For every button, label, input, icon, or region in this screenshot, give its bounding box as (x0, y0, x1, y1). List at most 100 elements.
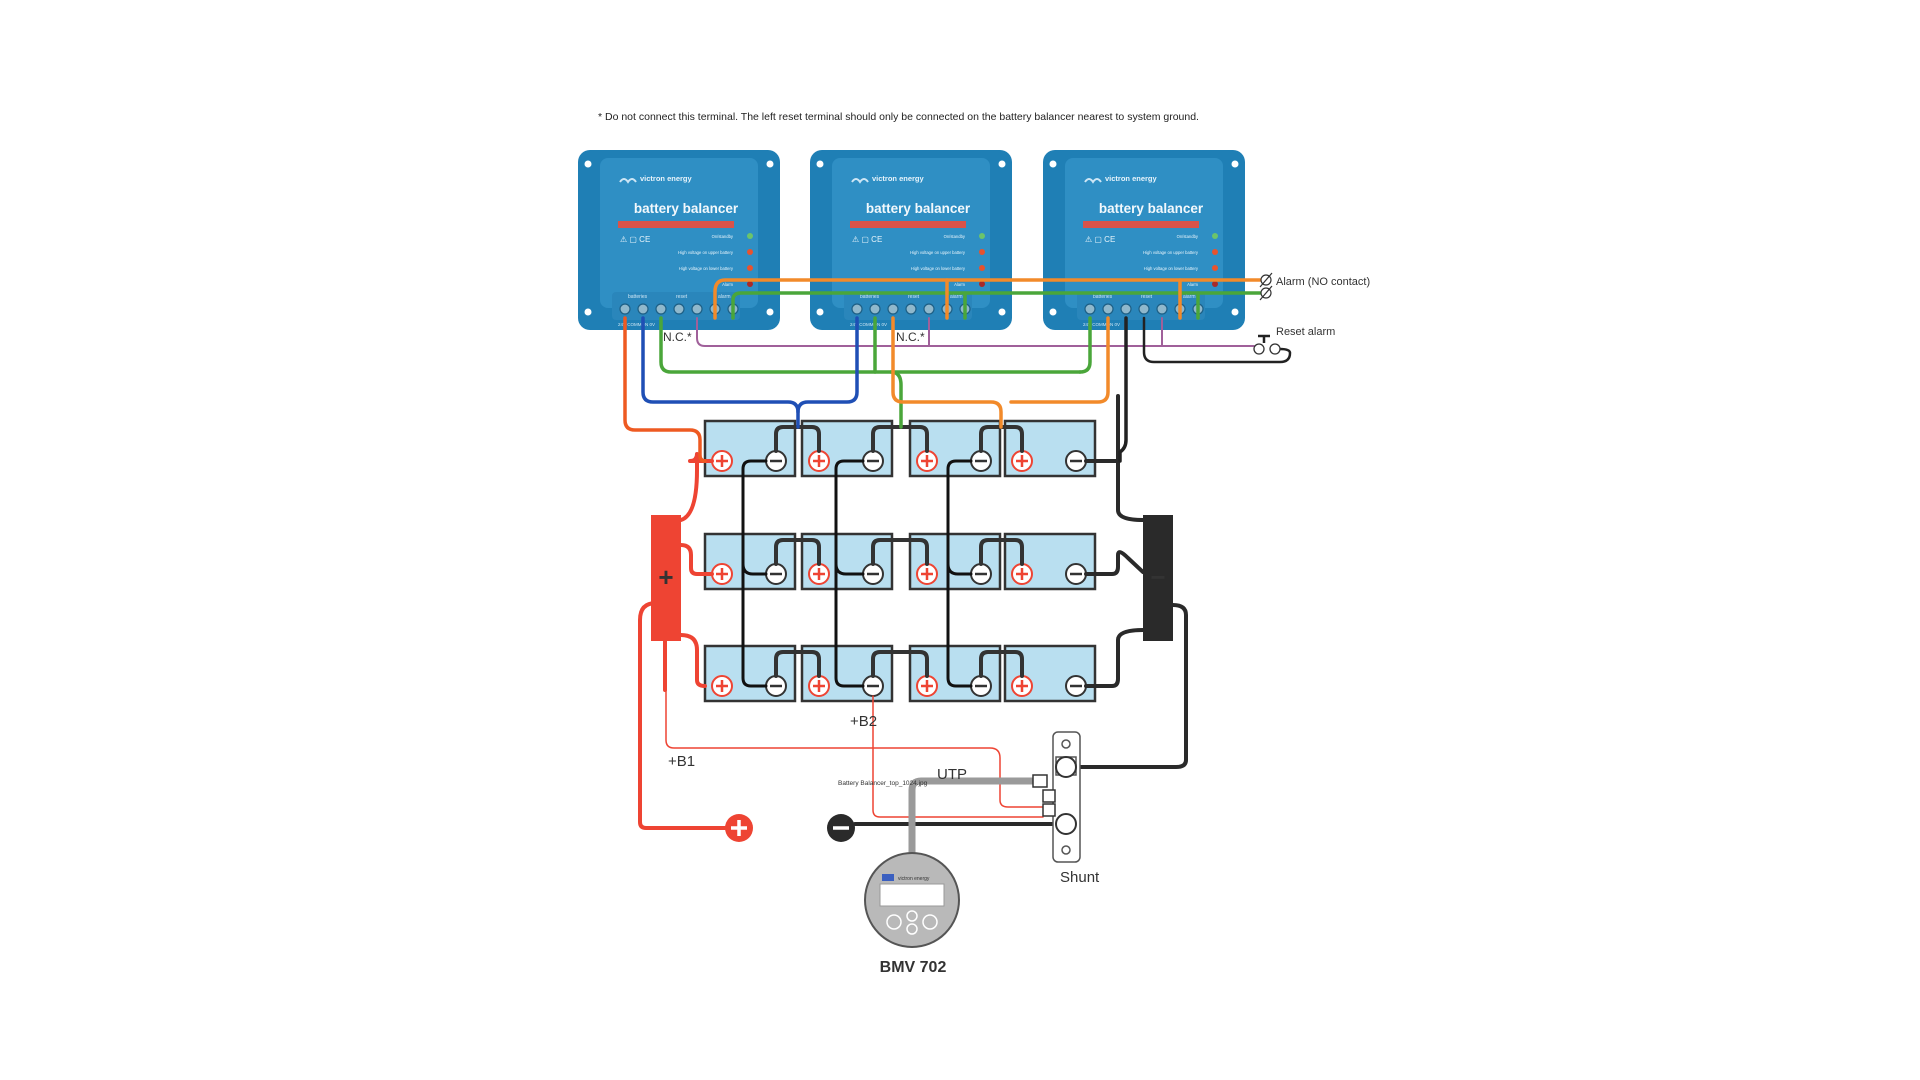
alarm-label: Alarm (NO contact) (1276, 276, 1370, 288)
positive-wire (679, 452, 714, 522)
led-label: High voltage on lower battery (1144, 266, 1199, 271)
b1-sense-wire (665, 640, 1044, 808)
parallel-link-wire (741, 459, 768, 688)
led-label: Alarm (1187, 282, 1198, 287)
balancer-stripe (850, 221, 966, 228)
positive-bus-label: + (658, 562, 673, 592)
balancer3-0v-wire (1118, 316, 1128, 463)
wire-layer-front (623, 278, 1292, 857)
terminal-group-label: alarm (718, 294, 731, 300)
bmv-brand: victron energy (898, 876, 930, 882)
screw-terminal-icon (619, 303, 631, 315)
balancer-brand: victron energy (640, 174, 693, 183)
balancer1-24v-wire (623, 316, 707, 463)
balancer2-24v-wire (796, 316, 859, 414)
warning-note: * Do not connect this terminal. The left… (598, 111, 1199, 123)
status-led-icon (747, 281, 753, 287)
mount-hole-icon (584, 308, 592, 316)
terminal-sublabel: 24V COMMON 0V (618, 322, 655, 327)
led-label: On/standby (944, 234, 966, 239)
mount-hole-icon (1049, 160, 1057, 168)
b2-sense-wire (872, 695, 1044, 818)
led-label: High voltage on upper battery (1143, 250, 1199, 255)
plus-icon (1016, 568, 1028, 580)
status-led-icon (747, 249, 753, 255)
mount-hole-icon (998, 308, 1006, 316)
positive-wire (679, 633, 707, 688)
minus-button (906, 923, 918, 935)
negative-bus-label: − (1150, 562, 1165, 592)
terminal-group-label: alarm (950, 294, 963, 300)
positive-output-wire (638, 601, 727, 830)
nc-label-1: N.C.* (663, 330, 692, 344)
mount-hole-icon (1049, 308, 1057, 316)
plus-icon (921, 680, 933, 692)
negative-output-terminal (827, 814, 855, 842)
mount-hole-icon (1231, 308, 1239, 316)
plus-icon (813, 455, 825, 467)
reset-ground-wire (1142, 316, 1292, 364)
status-led-icon (747, 233, 753, 239)
mount-hole-icon (1231, 160, 1239, 168)
alarm-wire-green (731, 291, 1262, 320)
balancer-stripe (1083, 221, 1199, 228)
battery (703, 532, 797, 591)
led-label: On/standby (712, 234, 734, 239)
negative-wire (1084, 550, 1145, 576)
alarm-wire-orange (713, 278, 1262, 320)
terminal-sublabel: 24V COMMON 0V (850, 322, 887, 327)
balancer1-0v-wire (659, 316, 1082, 374)
balancer3-common-wire (1009, 316, 1110, 404)
utp-cable (908, 777, 1037, 857)
status-led-icon (979, 265, 985, 271)
balancer-title: battery balancer (866, 201, 971, 216)
b2-label: +B2 (850, 713, 877, 730)
screw-terminal-icon (691, 303, 703, 315)
screw-terminal-icon (1156, 303, 1168, 315)
battery (800, 644, 894, 703)
led-label: High voltage on lower battery (911, 266, 966, 271)
screw-terminal-icon (905, 303, 917, 315)
balancer-panel (832, 158, 990, 308)
victron-logo-icon (882, 874, 894, 881)
plus-icon (921, 455, 933, 467)
series-link-wire (774, 538, 821, 566)
status-led-icon (979, 233, 985, 239)
plus-icon (716, 568, 728, 580)
battery (908, 644, 1002, 703)
reset-wire (696, 317, 1255, 347)
screw-terminal-icon (923, 303, 935, 315)
status-led-icon (747, 265, 753, 271)
certification-icons: ⚠ ▢ CE (852, 235, 882, 244)
balancer2-0v-wire (891, 316, 1003, 429)
positive-wire (679, 543, 714, 576)
plus-icon (716, 455, 728, 467)
alarm-contact-icon (1259, 272, 1273, 301)
shunt-label: Shunt (1060, 869, 1100, 886)
victron-logo-icon (619, 178, 637, 184)
led-label: Alarm (722, 282, 733, 287)
plus-icon (716, 680, 728, 692)
led-label: High voltage on upper battery (678, 250, 734, 255)
parallel-link-wire (946, 459, 973, 688)
led-label: On/standby (1177, 234, 1199, 239)
status-led-icon (1212, 249, 1218, 255)
balancer-brand: victron energy (1105, 174, 1158, 183)
setup-button (886, 914, 902, 930)
plus-icon (1016, 455, 1028, 467)
terminal-sublabel: 24V COMMON 0V (1083, 322, 1120, 327)
terminal-group-label: batteries (1093, 294, 1113, 300)
positive-busbar: + (651, 515, 681, 641)
certification-icons: ⚠ ▢ CE (1085, 235, 1115, 244)
status-led-icon (979, 249, 985, 255)
terminal-group-label: alarm (1183, 294, 1196, 300)
led-label: High voltage on lower battery (679, 266, 734, 271)
plus-icon (1016, 680, 1028, 692)
battery (703, 644, 797, 703)
mount-hole-icon (766, 308, 774, 316)
battery (703, 419, 797, 478)
plus-icon (813, 680, 825, 692)
negative-wire (1116, 459, 1145, 522)
